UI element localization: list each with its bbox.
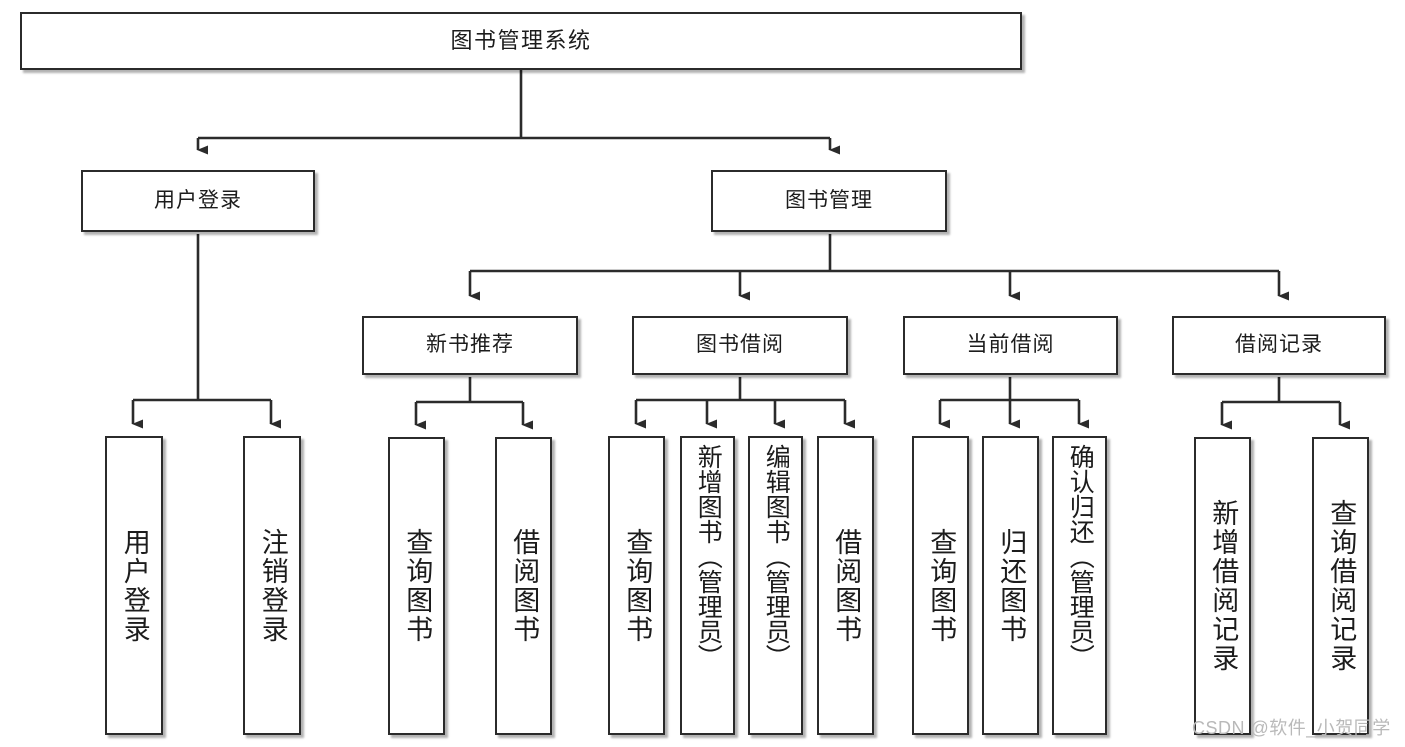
node-book-manage-label: 图书管理 — [785, 188, 873, 212]
node-current-borrow[interactable]: 当前借阅 — [903, 316, 1118, 375]
leaf-current-confirm-return[interactable]: 确认归还（管理员） — [1052, 436, 1107, 735]
node-root[interactable]: 图书管理系统 — [20, 12, 1022, 70]
node-book-borrow[interactable]: 图书借阅 — [632, 316, 848, 375]
node-borrow-record-label: 借阅记录 — [1235, 333, 1323, 357]
leaf-borrow-borrow-book-label: 借阅图书 — [831, 527, 862, 644]
node-new-book-recommend-label: 新书推荐 — [426, 333, 514, 357]
leaf-user-login-logout-label: 注销登录 — [257, 527, 288, 644]
leaf-borrow-borrow-book[interactable]: 借阅图书 — [817, 436, 874, 735]
leaf-user-login-logout[interactable]: 注销登录 — [243, 436, 301, 735]
leaf-user-login-login[interactable]: 用户登录 — [105, 436, 163, 735]
leaf-borrow-edit-book[interactable]: 编辑图书（管理员） — [748, 436, 803, 735]
leaf-current-query-book-label: 查询图书 — [926, 527, 957, 644]
node-book-manage[interactable]: 图书管理 — [711, 170, 947, 232]
leaf-current-confirm-return-label: 确认归还（管理员） — [1066, 444, 1095, 669]
leaf-borrow-add-book[interactable]: 新增图书（管理员） — [680, 436, 735, 735]
leaf-record-query-label: 查询借阅记录 — [1326, 499, 1357, 673]
leaf-borrow-query-book-label: 查询图书 — [622, 527, 653, 644]
node-user-login-label: 用户登录 — [154, 188, 242, 212]
node-current-borrow-label: 当前借阅 — [966, 333, 1055, 357]
leaf-borrow-add-book-label: 新增图书（管理员） — [694, 444, 723, 669]
leaf-current-return-book-label: 归还图书 — [996, 527, 1027, 644]
leaf-user-login-login-label: 用户登录 — [119, 527, 150, 644]
leaf-record-add-label: 新增借阅记录 — [1208, 499, 1239, 673]
leaf-current-query-book[interactable]: 查询图书 — [912, 436, 969, 735]
leaf-new-book-query[interactable]: 查询图书 — [388, 437, 445, 735]
leaf-new-book-borrow[interactable]: 借阅图书 — [495, 437, 552, 735]
leaf-new-book-query-label: 查询图书 — [402, 528, 433, 644]
node-new-book-recommend[interactable]: 新书推荐 — [362, 316, 578, 375]
leaf-record-add[interactable]: 新增借阅记录 — [1194, 437, 1251, 735]
leaf-borrow-query-book[interactable]: 查询图书 — [608, 436, 665, 735]
leaf-new-book-borrow-label: 借阅图书 — [509, 528, 540, 644]
node-borrow-record[interactable]: 借阅记录 — [1172, 316, 1386, 375]
node-user-login[interactable]: 用户登录 — [81, 170, 315, 232]
leaf-record-query[interactable]: 查询借阅记录 — [1312, 437, 1369, 735]
node-root-label: 图书管理系统 — [450, 28, 592, 54]
node-book-borrow-label: 图书借阅 — [696, 333, 784, 357]
leaf-current-return-book[interactable]: 归还图书 — [982, 436, 1039, 735]
leaf-borrow-edit-book-label: 编辑图书（管理员） — [762, 444, 791, 669]
